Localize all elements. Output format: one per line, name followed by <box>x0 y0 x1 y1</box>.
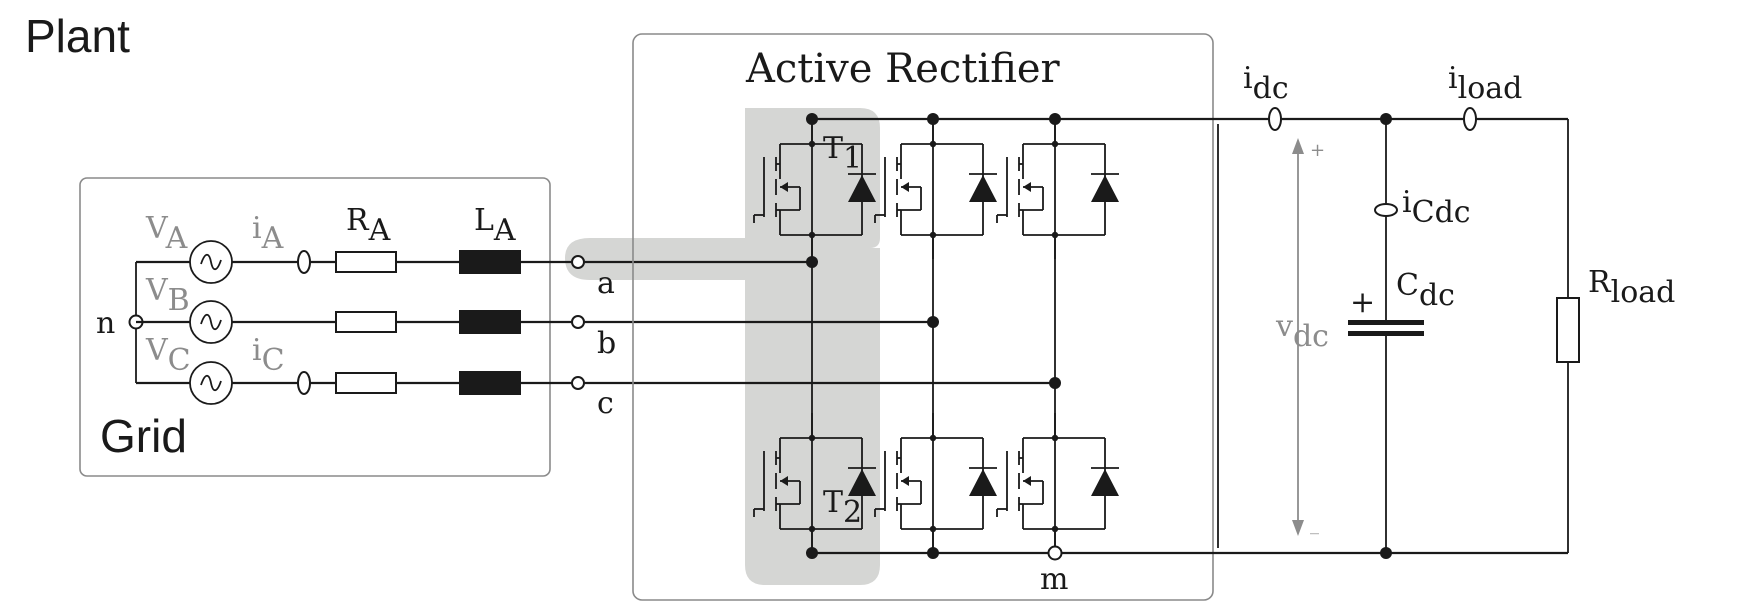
terminal-a-label: a <box>597 266 615 301</box>
t2-label: T2 <box>823 485 862 530</box>
load-resistor-icon <box>1556 297 1580 363</box>
current-c-label: iC <box>252 333 285 378</box>
load-resistor-label: Rload <box>1588 265 1675 310</box>
terminal-b-label: b <box>597 326 616 361</box>
resistor-c-icon <box>335 372 397 394</box>
switch-upper-b-icon <box>874 118 998 260</box>
phase-a-highlight <box>565 108 880 585</box>
source-b-label: VB <box>145 273 190 318</box>
source-c-icon <box>189 361 233 405</box>
capacitor-polarity: + <box>1350 285 1375 320</box>
switch-upper-c-icon <box>996 118 1120 260</box>
midpoint-label: m <box>1040 562 1068 597</box>
inductor-c-icon <box>459 371 521 395</box>
midpoint-node <box>1047 545 1063 561</box>
inductor-b-icon <box>459 310 521 334</box>
source-b-icon <box>189 300 233 344</box>
iload-sensor-icon <box>1463 107 1477 131</box>
iload-label: iload <box>1448 61 1522 106</box>
terminal-c <box>571 376 585 390</box>
rectifier-title: Active Rectifier <box>745 46 1061 92</box>
rectifier-box <box>632 33 1214 601</box>
switch-lower-b-icon <box>874 412 998 554</box>
source-c-label: VC <box>145 333 191 378</box>
idc-label: idc <box>1243 61 1289 106</box>
grid-box <box>79 177 551 477</box>
terminal-b <box>571 315 585 329</box>
grid-label: Grid <box>100 410 187 462</box>
current-a-label: iA <box>252 211 284 256</box>
capacitor-icon <box>1348 320 1424 325</box>
source-a-icon <box>189 240 233 284</box>
terminal-c-label: c <box>597 386 614 421</box>
vdc-minus: _ <box>1310 514 1319 535</box>
resistor-a-icon <box>335 251 397 273</box>
current-sensor-a-icon <box>297 250 311 274</box>
neutral-label: n <box>96 306 115 341</box>
resistor-label: RA <box>346 203 391 248</box>
source-a-label: VA <box>145 211 188 256</box>
icdc-label: iCdc <box>1402 185 1471 230</box>
terminal-a <box>571 255 585 269</box>
inductor-label: LA <box>474 203 516 248</box>
current-sensor-c-icon <box>297 371 311 395</box>
capacitor-label: Cdc <box>1396 268 1455 313</box>
inductor-a-icon <box>459 250 521 274</box>
resistor-b-icon <box>335 311 397 333</box>
idc-sensor-icon <box>1268 107 1282 131</box>
plant-title: Plant <box>25 10 130 62</box>
switch-lower-c-icon <box>996 412 1120 554</box>
vdc-plus: + <box>1310 140 1325 161</box>
vdc-label: vdc <box>1275 309 1329 354</box>
t1-label: T1 <box>823 131 862 176</box>
icdc-sensor-icon <box>1374 203 1398 217</box>
